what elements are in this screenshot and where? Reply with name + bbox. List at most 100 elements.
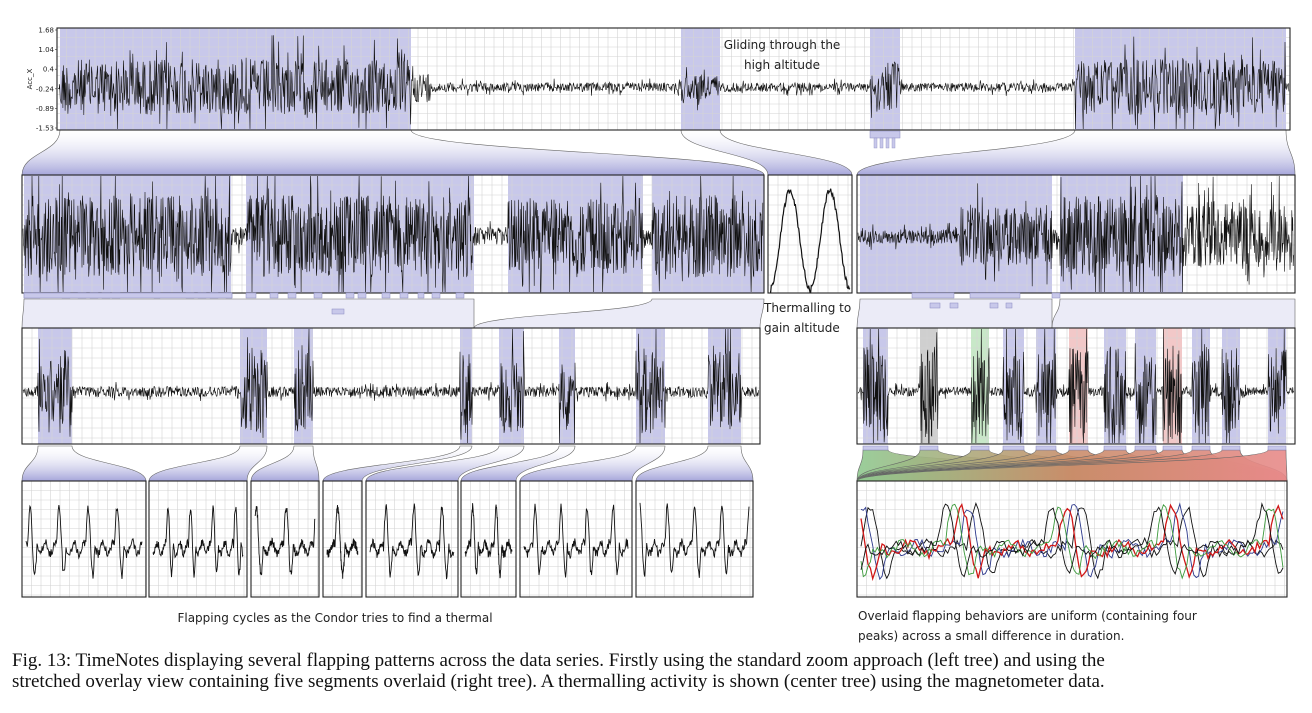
panel-border xyxy=(460,480,517,598)
gliding-line-1: Gliding through the xyxy=(723,38,841,52)
gliding-line-2: high altitude xyxy=(743,58,820,72)
flapping-cycles-text: Flapping cycles as the Condor tries to f… xyxy=(177,611,493,625)
segment-tab xyxy=(929,302,941,309)
cycle-trace xyxy=(326,504,359,579)
panel-border xyxy=(856,480,1288,598)
zoom-right-panel xyxy=(856,174,1296,294)
zoom-connector xyxy=(21,129,765,176)
overlaid-line-1: Overlaid flapping behaviors are uniform … xyxy=(858,609,1197,623)
segment-tab xyxy=(879,137,884,149)
grid-lines xyxy=(636,481,753,597)
signal-trace xyxy=(22,175,764,293)
panel-background xyxy=(22,481,146,597)
segment-tab xyxy=(431,292,441,299)
panel-background xyxy=(857,481,1287,597)
panel-background xyxy=(520,481,632,597)
cycle-panel-6 xyxy=(460,480,517,598)
zoom-left-level3 xyxy=(21,327,761,445)
panel-border xyxy=(856,174,1296,294)
zoom-connectors xyxy=(21,129,1296,482)
cycle-trace xyxy=(639,502,750,578)
panel-background xyxy=(461,481,516,597)
signal-trace xyxy=(22,328,759,444)
panel-border xyxy=(21,480,147,598)
panel-border xyxy=(322,480,363,598)
y-tick-label: -0.89 xyxy=(36,105,54,113)
segment-tab xyxy=(1267,445,1287,451)
cycle-trace xyxy=(152,505,244,578)
segment-tab xyxy=(1221,445,1241,451)
thermalling-line-1: Thermalling to xyxy=(764,301,852,315)
panel-border xyxy=(21,327,761,445)
y-tick-label: -1.53 xyxy=(36,125,54,133)
panel-border xyxy=(365,480,459,598)
panel-border xyxy=(21,174,765,294)
flapping-cycles-annotation: Flapping cycles as the Condor tries to f… xyxy=(150,608,520,628)
panel-border xyxy=(635,480,754,598)
signal-trace xyxy=(857,175,1294,293)
segment-tab xyxy=(245,292,257,299)
panel-background xyxy=(636,481,753,597)
zoom-connector xyxy=(148,445,268,482)
cycle-panel-8 xyxy=(635,480,754,598)
zoom-connector xyxy=(1051,298,1296,329)
panel-background xyxy=(251,481,319,597)
cycle-panel-3 xyxy=(250,480,320,598)
segment-tab xyxy=(911,292,955,299)
segment-tab xyxy=(862,445,889,451)
cycle-trace xyxy=(860,502,1284,581)
signal-trace xyxy=(857,328,1294,444)
grid-lines xyxy=(22,481,146,597)
segment-tab xyxy=(1068,445,1089,451)
cycle-panel-7 xyxy=(519,480,633,598)
grid-lines xyxy=(22,328,760,444)
segment-tab xyxy=(1051,292,1061,299)
segment-tab xyxy=(23,292,233,299)
y-axis-label: Acc_X xyxy=(26,68,34,89)
zoom-connector xyxy=(21,298,475,329)
segment-tab xyxy=(269,292,279,299)
segment-tab xyxy=(1035,445,1057,451)
gliding-annotation: Gliding through the high altitude xyxy=(712,35,852,75)
segment-tab xyxy=(287,292,297,299)
panel-background xyxy=(323,481,362,597)
segment-tab xyxy=(970,445,990,451)
y-tick-label: 1.04 xyxy=(38,46,54,54)
segment-tab xyxy=(1103,445,1127,451)
caption-line-1: Fig. 13: TimeNotes displaying several fl… xyxy=(12,650,1105,671)
segment-tab xyxy=(969,292,1021,299)
cycle-trace xyxy=(860,502,1284,578)
overlaid-annotation: Overlaid flapping behaviors are uniform … xyxy=(858,606,1258,646)
overlaid-line-2: peaks) across a small difference in dura… xyxy=(858,629,1125,643)
cycle-trace xyxy=(523,503,629,578)
zoom-connector xyxy=(21,445,147,482)
segment-tab xyxy=(313,292,323,299)
segment-tab xyxy=(357,292,367,299)
segment-tab xyxy=(331,308,345,315)
segment-tab xyxy=(1162,445,1183,451)
grid-lines xyxy=(323,481,362,597)
thermalling-annotation: Thermalling to gain altitude xyxy=(764,298,864,338)
y-tick-label: -0.24 xyxy=(36,85,55,93)
cycle-panel-2 xyxy=(148,480,248,598)
figure-caption: Fig. 13: TimeNotes displaying several fl… xyxy=(12,650,1302,692)
segment-tab xyxy=(381,292,391,299)
cycle-panel-1 xyxy=(21,480,147,598)
overview-panel xyxy=(56,27,1291,131)
cycle-trace xyxy=(369,503,455,580)
cycle-trace xyxy=(254,506,316,576)
segment-tab xyxy=(869,130,901,139)
segment-tab xyxy=(989,302,999,309)
zoom-connector xyxy=(473,298,765,329)
y-tick-label: 0.4 xyxy=(43,66,55,74)
y-tick-label: 1.68 xyxy=(38,27,54,35)
panel-border xyxy=(148,480,248,598)
segment-tab xyxy=(873,137,878,149)
segment-tab xyxy=(1191,445,1211,451)
segment-tab xyxy=(885,137,890,149)
panel-border xyxy=(856,327,1296,445)
cycle-trace xyxy=(860,502,1284,582)
panel-border xyxy=(250,480,320,598)
segment-tab xyxy=(1005,302,1013,309)
cycle-trace xyxy=(25,504,143,579)
